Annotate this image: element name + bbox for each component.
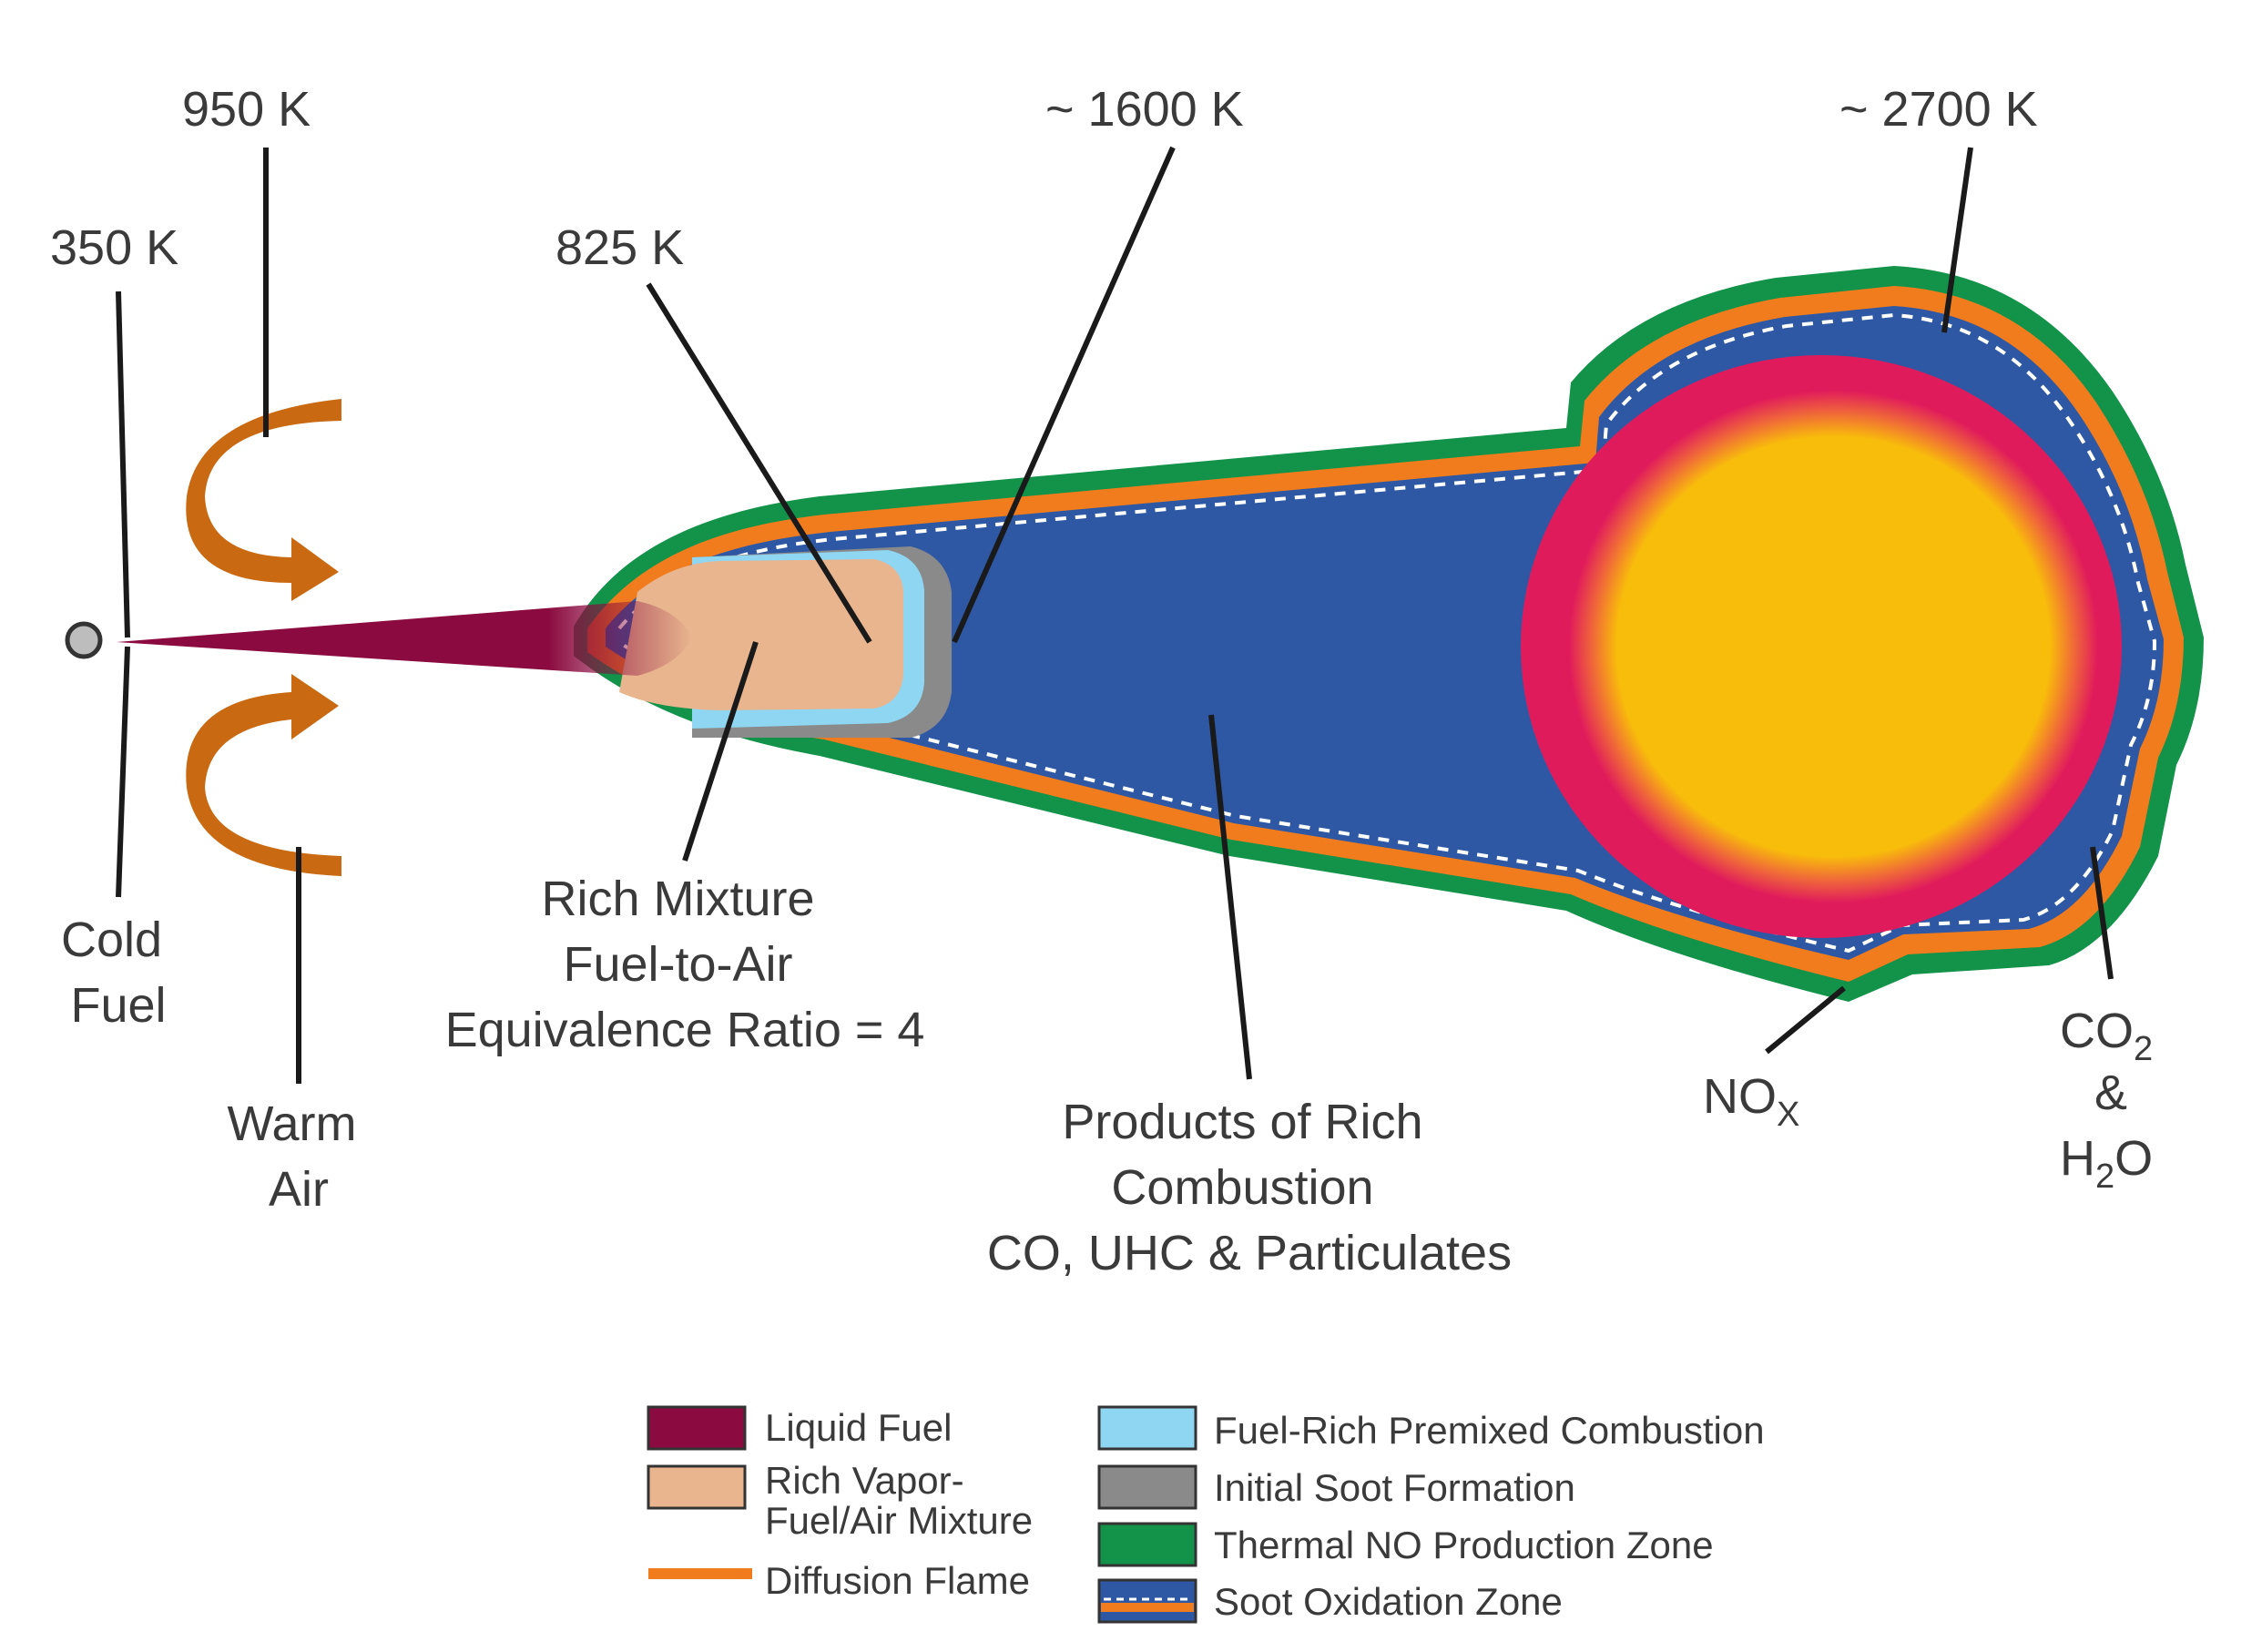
liquid-fuel-spray: [117, 601, 692, 676]
temp-2700k: ~ 2700 K: [1839, 82, 2038, 137]
legend-swatch-diffusion-flame: [648, 1568, 752, 1579]
legend-thermal-no: Thermal NO Production Zone: [1214, 1524, 1714, 1566]
legend-premixed: Fuel-Rich Premixed Combustion: [1214, 1409, 1765, 1452]
lower-air-arrow-icon: [186, 674, 341, 876]
legend-soot-formation: Initial Soot Formation: [1214, 1466, 1575, 1509]
legend-rich-vapor: Rich Vapor- Fuel/Air Mixture: [765, 1459, 1033, 1542]
legend-swatch-soot-formation: [1097, 1464, 1197, 1510]
leader-co2: [2090, 846, 2114, 980]
temp-950k: 950 K: [182, 82, 311, 137]
leader-cold-fuel: [116, 646, 130, 898]
flame-body: [65, 266, 2204, 1002]
legend-swatch-soot-oxidation: [1097, 1578, 1197, 1624]
legend-swatch-premixed: [1097, 1405, 1197, 1451]
leader-products: [1208, 714, 1252, 1080]
leader-2700k: [1941, 147, 1973, 333]
upper-air-arrow-icon: [186, 399, 341, 601]
co2-label: CO2: [2060, 1004, 2153, 1068]
rich-mixture-label: Rich Mixture Fuel-to-Air Equivalence Rat…: [445, 872, 925, 1057]
legend: Liquid Fuel Rich Vapor- Fuel/Air Mixture…: [647, 1405, 1765, 1624]
leader-lines: [116, 146, 2114, 1084]
leader-1600k: [952, 146, 1176, 644]
leader-rich-mixture: [682, 641, 759, 862]
labels: 350 K 950 K 825 K ~ 1600 K ~ 2700 K Cold…: [50, 82, 2153, 1280]
ampersand-label: &: [2094, 1066, 2127, 1120]
leader-350k: [116, 291, 130, 638]
legend-diffusion-flame: Diffusion Flame: [765, 1559, 1030, 1602]
legend-swatch-thermal-no: [1097, 1522, 1197, 1567]
h2o-label: H2O: [2060, 1131, 2153, 1196]
nox-label: NOX: [1703, 1069, 1799, 1134]
warm-air-label: Warm Air: [228, 1096, 371, 1217]
hot-combustion-core: [1521, 355, 2122, 938]
legend-swatch-liquid-fuel: [647, 1405, 747, 1451]
temp-1600k: ~ 1600 K: [1045, 82, 1244, 137]
warm-air-arrows: [186, 399, 341, 876]
rich-vapor-mixture: [619, 559, 903, 710]
temp-825k: 825 K: [555, 220, 684, 275]
products-label: Products of Rich Combustion CO, UHC & Pa…: [987, 1095, 1512, 1280]
legend-liquid-fuel: Liquid Fuel: [765, 1406, 952, 1449]
temp-350k: 350 K: [50, 220, 178, 275]
leader-nox: [1765, 985, 1846, 1055]
soot-oxidation-dashes: [617, 312, 2157, 953]
legend-swatch-rich-vapor: [647, 1464, 747, 1510]
cold-fuel-label: Cold Fuel: [61, 913, 176, 1033]
legend-soot-oxidation: Soot Oxidation Zone: [1214, 1580, 1563, 1623]
leader-825k: [646, 282, 872, 644]
fuel-nozzle: [65, 621, 103, 659]
